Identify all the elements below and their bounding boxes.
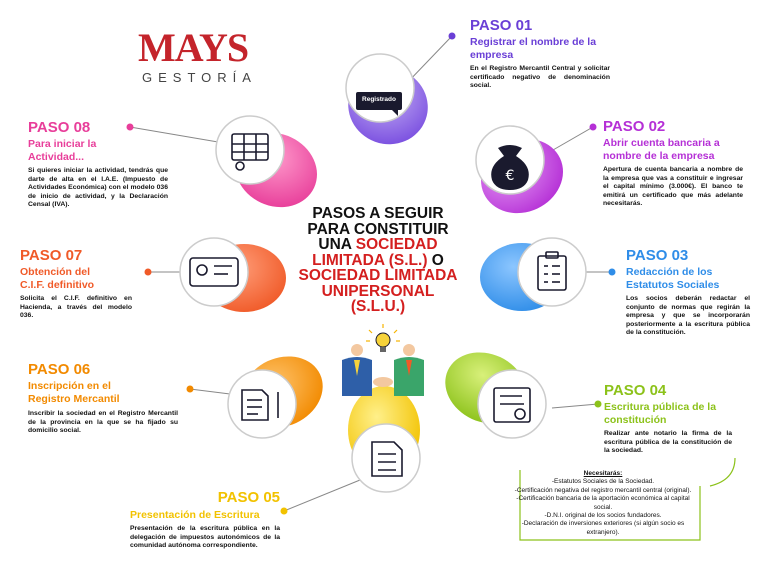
step-05: PASO 05 Presentación de Escritura Presen… — [130, 490, 280, 551]
requirement-item: -D.N.I. original de los socios fundadore… — [544, 512, 662, 520]
step-07-title: Obtención del C.I.F. definitivo — [20, 266, 95, 291]
center-title-line6: UNIPERSONAL — [321, 282, 435, 300]
step-03-badge — [480, 237, 587, 311]
center-title-line1: PASOS A SEGUIR — [312, 205, 444, 222]
requirement-item: -Certificación negativa del registro mer… — [514, 486, 692, 494]
document-pen-icon — [241, 389, 279, 421]
step-03-desc: Los socios deberán redactar el conjunto … — [626, 295, 750, 337]
requirements-connector — [519, 457, 736, 541]
step-06: PASO 06 Inscripción en el Registro Merca… — [28, 362, 178, 436]
center-title-line3b: SOCIEDAD — [355, 236, 438, 253]
requirements-title: Necesitarás: — [583, 470, 623, 477]
step-07-badge — [179, 237, 286, 312]
document-icon — [371, 441, 403, 477]
step-01: PASO 01 Registrar el nombre de la empres… — [470, 18, 610, 91]
brand-subtitle: GESTORÍA — [142, 70, 257, 85]
step-06-label: PASO 06 — [28, 361, 91, 378]
step-03: PASO 03 Redacción de los Estatutos Socia… — [626, 248, 750, 338]
step-06-desc: Inscribir la sociedad en el Registro Mer… — [28, 410, 178, 435]
step-06-title: Inscripción en el Registro Mercantil — [28, 380, 120, 405]
requirement-item: -Certificación bancaria de la aportación… — [516, 495, 690, 511]
center-title-line7: (S.L.U.) — [350, 298, 406, 315]
step-01-badge — [345, 53, 428, 145]
center-title-line4b: O — [427, 251, 444, 269]
step-02: PASO 02 Abrir cuenta bancaria a nombre d… — [603, 119, 743, 209]
step-01-label: PASO 01 — [470, 17, 533, 34]
lightbulb-icon — [366, 324, 400, 352]
checklist-icon — [537, 251, 567, 291]
certificate-icon — [493, 387, 531, 423]
step-03-label: PASO 03 — [626, 247, 689, 264]
center-title-line5: SOCIEDAD LIMITADA — [298, 267, 458, 284]
registrado-label: Registrado — [362, 96, 396, 103]
step-08-title: Para iniciar la Actividad... — [28, 138, 97, 163]
center-title-line2: PARA CONSTITUIR — [307, 220, 449, 238]
center-title-line3a: UNA — [318, 236, 356, 253]
step-04-label: PASO 04 — [604, 382, 667, 399]
step-04: PASO 04 Escritura pública de la constitu… — [604, 383, 732, 456]
brand-logo: MAYS — [138, 25, 249, 70]
money-bag-icon: € — [491, 145, 529, 190]
cash-register-icon — [231, 133, 269, 171]
requirement-item: -Declaración de inversiones exteriores (… — [521, 520, 685, 536]
svg-text:€: € — [506, 168, 515, 184]
step-02-title: Abrir cuenta bancaria a nombre de la emp… — [603, 137, 720, 162]
step-07-label: PASO 07 — [20, 247, 83, 264]
step-02-label: PASO 02 — [603, 118, 666, 135]
step-04-desc: Realizar ante notario la firma de la esc… — [604, 430, 732, 455]
step-01-desc: En el Registro Mercantil Central y solic… — [470, 65, 610, 90]
step-06-badge — [227, 356, 323, 439]
requirements-list: Necesitarás: -Estatutos Sociales de la S… — [508, 470, 698, 537]
step-08-desc: Si quieres iniciar la actividad, tendrás… — [28, 167, 168, 209]
step-02-desc: Apertura de cuenta bancaria a nombre de … — [603, 166, 743, 208]
center-title-line4a: LIMITADA (S.L.) — [312, 251, 428, 269]
step-08: PASO 08 Para iniciar la Actividad... Si … — [28, 120, 168, 210]
step-03-title: Redacción de los Estatutos Sociales — [626, 266, 720, 291]
requirement-item: -Estatutos Sociales de la Sociedad. — [551, 478, 655, 486]
step-05-title: Presentación de Escritura — [130, 509, 260, 521]
center-title: PASOS A SEGUIR PARA CONSTITUIR UNA SOCIE… — [286, 206, 470, 315]
step-01-title: Registrar el nombre de la empresa — [470, 36, 597, 61]
step-04-title: Escritura pública de la constitución — [604, 401, 717, 426]
step-07: PASO 07 Obtención del C.I.F. definitivo … — [20, 248, 132, 321]
step-08-label: PASO 08 — [28, 119, 91, 136]
step-05-desc: Presentación de la escritura pública en … — [130, 525, 280, 550]
id-card-icon — [189, 257, 239, 287]
handshake-people-illustration — [342, 344, 424, 396]
step-07-desc: Solicita el C.I.F. definitivo en Haciend… — [20, 295, 132, 320]
step-05-label: PASO 05 — [217, 489, 280, 506]
